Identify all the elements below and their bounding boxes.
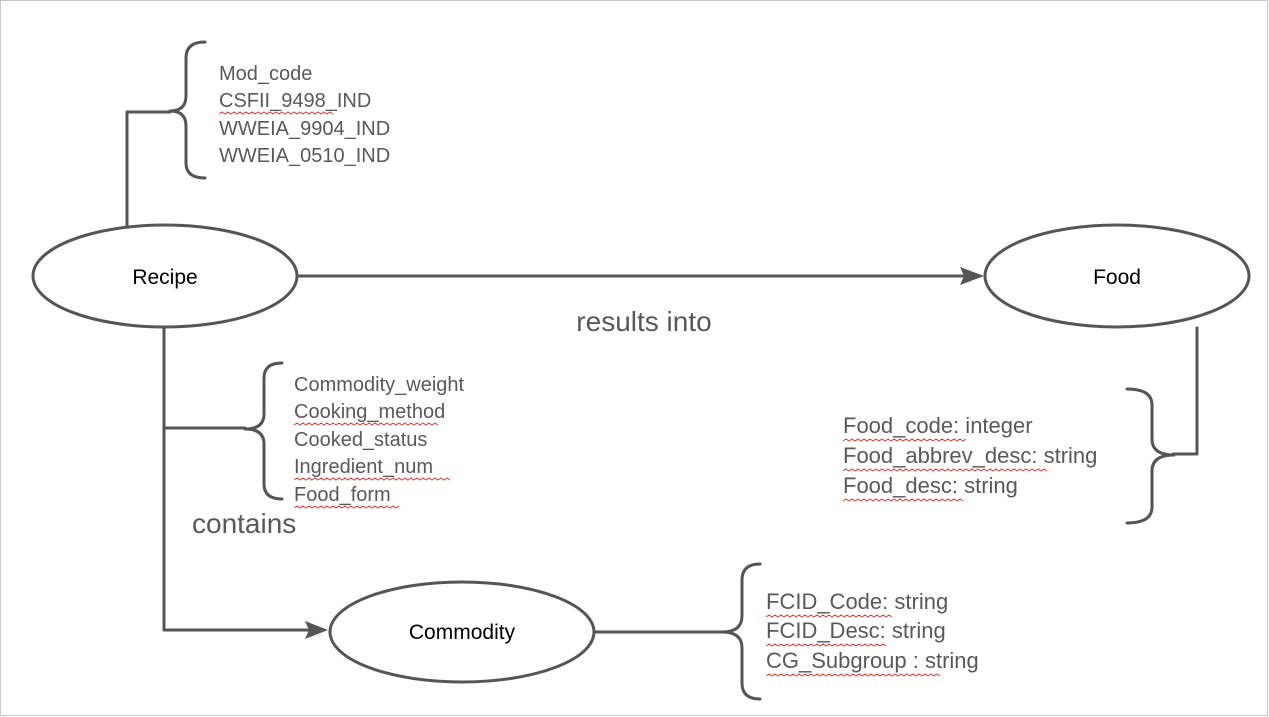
- spellcheck-underline: [218, 111, 334, 115]
- food-label: Food: [1093, 266, 1141, 289]
- spellcheck-underline: [842, 498, 964, 502]
- commodity-attr-brace: [720, 562, 762, 701]
- spellcheck-underline: [765, 643, 887, 647]
- contains-attr-cooking-method: Cooking_method: [294, 401, 445, 423]
- recipe-attr-csfii: CSFII_9498_IND: [219, 90, 371, 112]
- spellcheck-underline: [842, 438, 967, 442]
- commodity-attr-cg-subgroup: CG_Subgroup : string: [766, 648, 979, 673]
- results-into-label: results into: [576, 306, 711, 337]
- spellcheck-underline: [842, 468, 1048, 472]
- food-attr-brace: [1125, 387, 1176, 525]
- recipe-ellipse: [31, 223, 299, 329]
- contains-arrowhead: [305, 621, 328, 639]
- spellcheck-underline: [293, 477, 451, 481]
- food-node: Food: [983, 223, 1251, 329]
- food-attr-food-desc: Food_desc: string: [843, 473, 1018, 498]
- contains-attr-commodity-weight: Commodity_weight: [294, 374, 465, 396]
- recipe-attr-connector: [125, 110, 172, 228]
- recipe-attr-brace: [168, 40, 207, 180]
- spellcheck-underline: [765, 614, 893, 618]
- recipe-attr-wweia-0510: WWEIA_0510_IND: [219, 145, 390, 167]
- spellcheck-underline: [293, 422, 439, 426]
- recipe-attribute-list: Mod_code CSFII_9498_IND WWEIA_9904_IND W…: [218, 63, 390, 167]
- contains-attr-brace: [243, 361, 284, 501]
- commodity-attr-fcid-desc: FCID_Desc: string: [766, 618, 946, 643]
- commodity-node: Commodity: [328, 580, 596, 684]
- commodity-attr-fcid-code: FCID_Code: string: [766, 589, 948, 614]
- food-ellipse: [983, 223, 1251, 329]
- commodity-ellipse: [328, 580, 596, 684]
- recipe-node: Recipe: [31, 223, 299, 329]
- food-attr-food-code: Food_code: integer: [843, 413, 1033, 438]
- results-into-arrowhead: [960, 267, 984, 285]
- commodity-attribute-list: FCID_Code: string FCID_Desc: string CG_S…: [765, 589, 979, 677]
- food-attr-food-abbrev-desc: Food_abbrev_desc: string: [843, 443, 1097, 468]
- commodity-label: Commodity: [409, 621, 516, 644]
- food-attr-connector: [1171, 326, 1199, 456]
- spellcheck-underline: [765, 673, 941, 677]
- recipe-attr-mod-code: Mod_code: [219, 63, 312, 85]
- recipe-attr-wweia-9904: WWEIA_9904_IND: [219, 118, 390, 140]
- contains-attribute-list: Commodity_weight Cooking_method Cooked_s…: [293, 374, 465, 509]
- contains-attr-food-form: Food_form: [294, 484, 391, 506]
- spellcheck-underline: [293, 505, 400, 509]
- food-attribute-list: Food_code: integer Food_abbrev_desc: str…: [842, 413, 1097, 502]
- contains-label: contains: [192, 508, 296, 539]
- recipe-label: Recipe: [132, 266, 197, 289]
- contains-attr-ingredient-num: Ingredient_num: [294, 456, 433, 478]
- contains-attr-cooked-status: Cooked_status: [294, 429, 427, 451]
